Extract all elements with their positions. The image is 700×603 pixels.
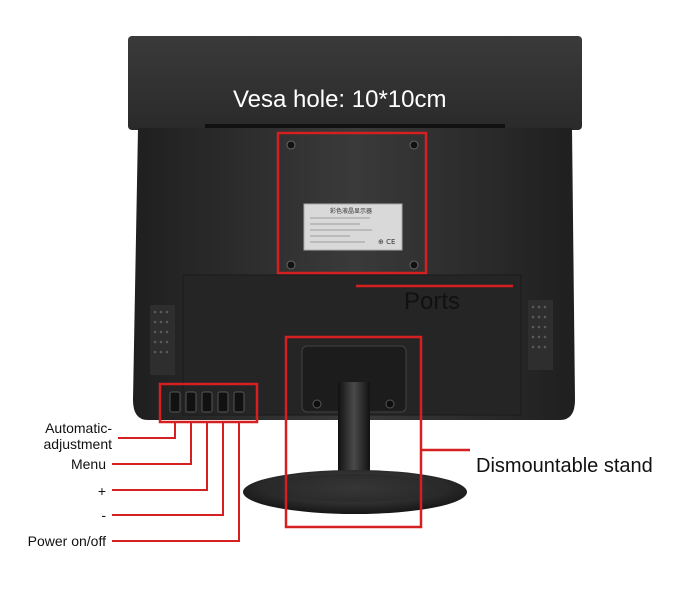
controls-highlight-box <box>158 382 259 424</box>
menu-label: Menu <box>70 456 106 472</box>
monitor-top-panel <box>128 36 582 130</box>
power-label: Power on/off <box>27 533 106 549</box>
plus-label: + <box>97 483 106 499</box>
button-callout-lines <box>112 422 240 542</box>
vesa-hole-label: Vesa hole: 10*10cm <box>233 86 447 113</box>
vent-dots <box>153 305 547 354</box>
screw-icon <box>286 140 419 270</box>
vesa-highlight-box <box>276 131 428 275</box>
dismountable-stand-label: Dismountable stand <box>476 455 653 477</box>
stand-screw-icon <box>312 399 395 409</box>
sticker-title: 彩色液晶显示器 <box>330 207 372 215</box>
top-vent-icon <box>205 124 505 129</box>
sticker-cert-mark: ⊕ CE <box>378 238 395 246</box>
sticker-lines <box>310 217 372 243</box>
stand-highlight-box <box>284 335 423 529</box>
button-icon <box>169 391 245 413</box>
automatic-adjustment-label: Automatic- adjustment <box>43 420 112 452</box>
minus-label: - <box>101 507 106 523</box>
stand-base-highlight <box>265 474 445 502</box>
vent-grille-icon <box>150 300 553 375</box>
ports-label: Ports <box>404 288 461 315</box>
